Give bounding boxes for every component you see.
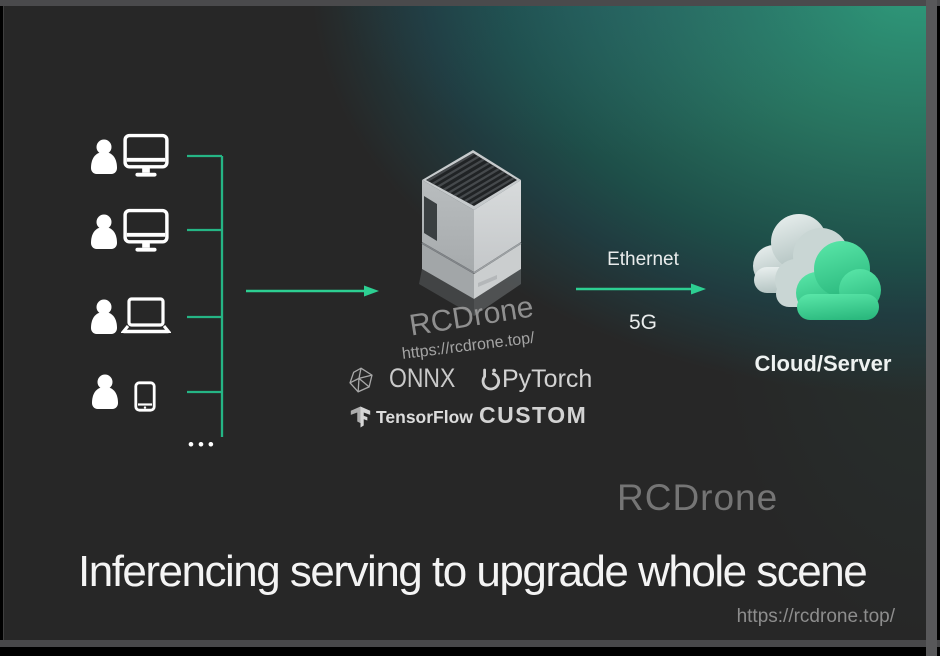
slide-canvas: ••• — [3, 6, 927, 640]
pytorch-logo-icon — [481, 368, 500, 391]
cloud-server-label: Cloud/Server — [754, 351, 892, 376]
desktop-monitor-icon — [123, 208, 169, 252]
onnx-label: ONNX — [389, 363, 456, 393]
ethernet-label: Ethernet — [607, 249, 679, 270]
server-tower-illustration — [419, 150, 522, 316]
frame-top-strip — [0, 0, 940, 6]
tensorflow-logo-icon — [350, 406, 371, 428]
desktop-monitor-icon — [123, 133, 169, 177]
footer-url: https://rcdrone.top/ — [736, 606, 895, 627]
arrow-right-icon — [576, 283, 706, 295]
frame-right-strip — [926, 0, 937, 656]
cloud-3d-icon — [753, 214, 881, 320]
tensorflow-label: TensorFlow — [376, 407, 473, 427]
five-g-label: 5G — [628, 311, 657, 334]
client-connector-lines — [187, 154, 224, 437]
user-icon — [91, 214, 117, 249]
ellipsis-dots: ••• — [188, 435, 218, 454]
laptop-icon — [121, 297, 171, 334]
arrow-right-icon — [246, 285, 379, 297]
user-icon — [91, 299, 117, 334]
onnx-logo-icon — [349, 367, 373, 393]
pytorch-label: PyTorch — [502, 365, 593, 393]
custom-framework-label: CUSTOM — [479, 402, 588, 428]
slide-title: Inferencing serving to upgrade whole sce… — [78, 547, 868, 596]
smartphone-icon — [134, 381, 156, 412]
user-icon — [91, 139, 117, 174]
frame-bottom-strip — [0, 640, 940, 647]
brand-watermark: RCDrone — [617, 477, 779, 518]
user-icon — [92, 374, 118, 409]
